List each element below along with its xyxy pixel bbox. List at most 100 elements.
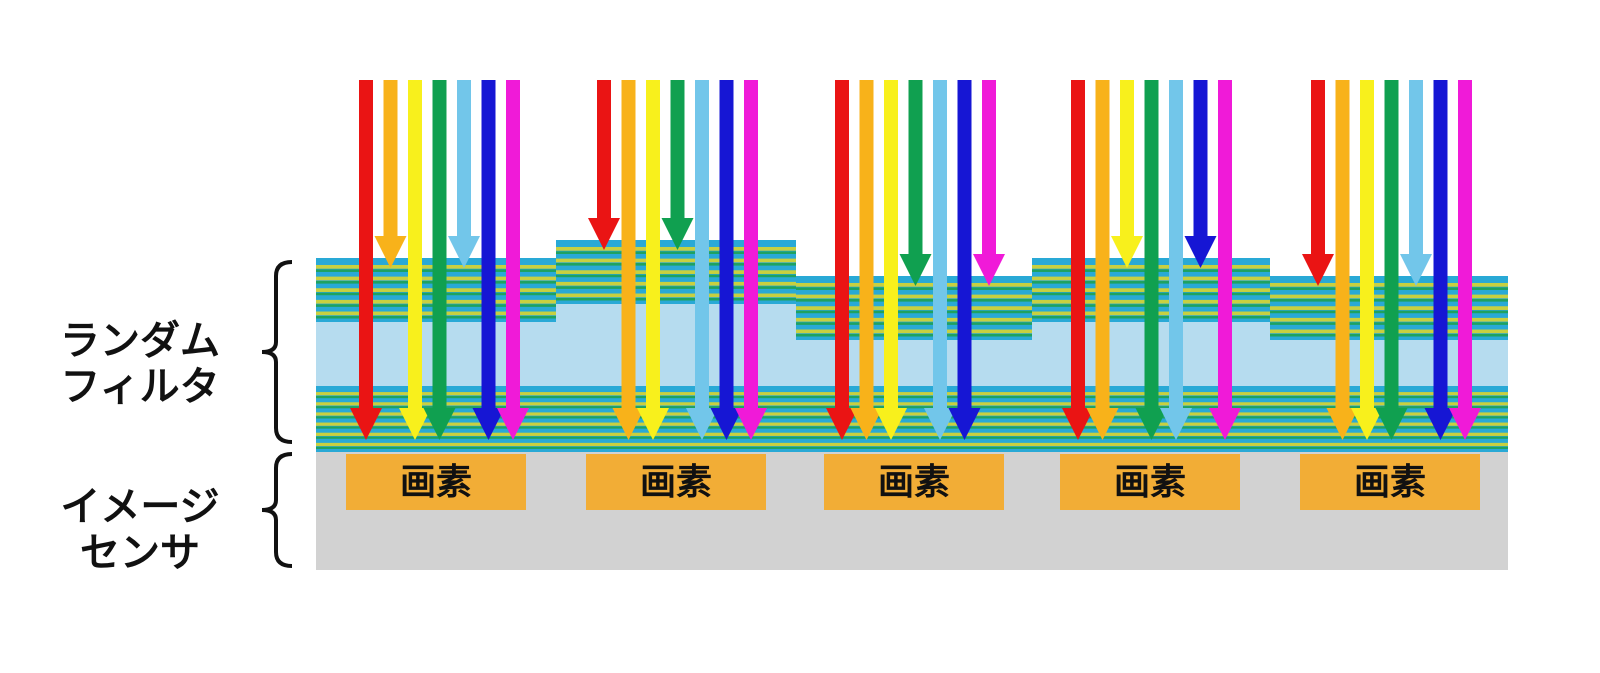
arrow-yellow (1351, 80, 1383, 440)
arrow-blue (948, 80, 981, 440)
layer-yellow (556, 246, 796, 251)
arrow-shaft (1095, 80, 1110, 408)
arrow-light-blue (686, 80, 718, 440)
pixel-block: 画素 (586, 454, 766, 510)
arrow-head (350, 408, 382, 440)
layer-green (316, 426, 1508, 429)
layer-green (316, 416, 1508, 419)
layer-yellow (796, 294, 1032, 299)
arrow-red (1062, 80, 1094, 440)
arrow-head (1351, 408, 1383, 440)
layer-yellow (556, 281, 796, 286)
arrow-shaft (359, 80, 373, 408)
brackets (261, 260, 293, 568)
arrow-shaft (1384, 80, 1399, 408)
arrow-head (850, 408, 883, 440)
arrow-yellow (875, 80, 907, 440)
arrow-head (612, 408, 645, 440)
layer-green (796, 333, 1032, 337)
arrow-blue (1184, 80, 1217, 268)
arrow-shaft (432, 80, 447, 408)
arrow-magenta (973, 80, 1005, 286)
arrow-shaft (383, 80, 398, 236)
arrow-shaft (719, 80, 734, 408)
arrow-green (1375, 80, 1408, 440)
arrow-light-blue (1160, 80, 1192, 440)
random-filter-label-line2: フィルタ (60, 364, 220, 410)
arrow-yellow (637, 80, 669, 440)
arrow-magenta (1449, 80, 1481, 440)
arrow-shaft (1311, 80, 1325, 254)
pixel-block: 画素 (1060, 454, 1240, 510)
arrow-head (899, 254, 932, 286)
arrow-shaft (1458, 80, 1472, 408)
arrow-light-blue (924, 80, 956, 440)
layer-green (316, 446, 1508, 449)
layer-yellow (796, 329, 1032, 334)
arrow-green (423, 80, 456, 440)
pixel-rect (824, 454, 1004, 510)
arrow-orange (612, 80, 645, 440)
arrow-shaft (1218, 80, 1232, 408)
arrow-head (735, 408, 767, 440)
arrow-head (1326, 408, 1359, 440)
arrow-shaft (1409, 80, 1423, 254)
arrow-shaft (957, 80, 972, 408)
layer-green (316, 436, 1508, 439)
layer-green (316, 406, 1508, 409)
arrow-shaft (1144, 80, 1159, 408)
arrow-green (1135, 80, 1168, 440)
arrow-head (374, 236, 407, 268)
arrow-magenta (497, 80, 529, 440)
arrow-head (1062, 408, 1094, 440)
filter-upper-stack (556, 240, 796, 304)
arrow-head (1160, 408, 1192, 440)
arrow-shaft (695, 80, 709, 408)
arrow-head (399, 408, 431, 440)
image-sensor-label-line1: イメージ (60, 484, 220, 530)
arrow-orange (1326, 80, 1359, 440)
arrow-head (973, 254, 1005, 286)
pixel-label: 画素 (640, 462, 712, 503)
arrow-head (588, 218, 620, 250)
arrow-head (1135, 408, 1168, 440)
arrow-head (1209, 408, 1241, 440)
layer-green (796, 299, 1032, 302)
filter-body-fill (556, 304, 796, 318)
pixel-label: 画素 (1354, 462, 1426, 503)
pixel-rect (346, 454, 526, 510)
pixel-block: 画素 (346, 454, 526, 510)
arrow-shaft (408, 80, 422, 408)
arrow-orange (1086, 80, 1119, 440)
arrow-shaft (1335, 80, 1350, 408)
layer-green (556, 251, 796, 254)
arrow-shaft (481, 80, 496, 408)
arrow-shaft (1120, 80, 1134, 236)
arrow-red (1302, 80, 1334, 286)
layer-yellow (316, 402, 1508, 406)
arrow-shaft (884, 80, 898, 408)
arrow-shaft (646, 80, 660, 408)
arrow-blue (1424, 80, 1457, 440)
arrow-head (1449, 408, 1481, 440)
random-filter-label-line1: ランダム (60, 318, 220, 364)
arrow-head (924, 408, 956, 440)
sensor-bracket (261, 452, 293, 568)
layer-yellow (316, 422, 1508, 426)
arrow-orange (374, 80, 407, 268)
layer-yellow (316, 432, 1508, 436)
layer-yellow (796, 317, 1032, 322)
arrow-shaft (744, 80, 758, 408)
layer-yellow (556, 293, 796, 298)
filter-bracket (261, 260, 293, 444)
pixel-row: 画素 画素 画素 画素 画素 (346, 454, 1480, 510)
pixel-rect (1060, 454, 1240, 510)
random-filter-label: ランダム フィルタ (40, 318, 240, 410)
arrow-shaft (859, 80, 874, 408)
arrow-magenta (735, 80, 767, 440)
arrow-head (1400, 254, 1432, 286)
arrow-head (1424, 408, 1457, 440)
arrow-shaft (933, 80, 947, 408)
pixel-label: 画素 (878, 462, 950, 503)
